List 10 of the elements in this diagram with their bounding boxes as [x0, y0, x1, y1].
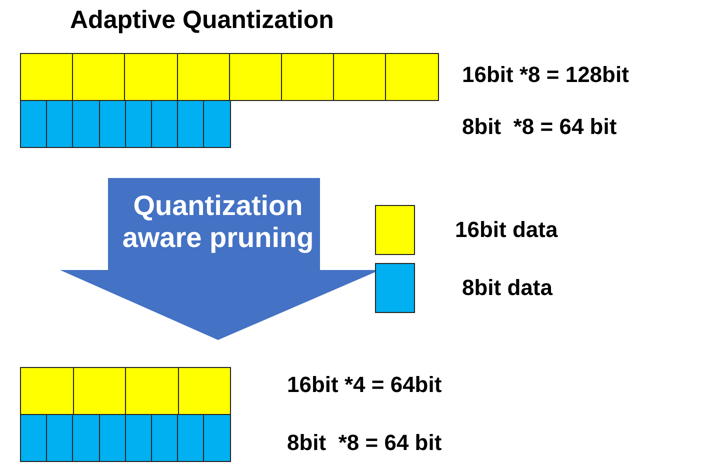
bit-width-label: 8bit *8 = 64 bit — [287, 430, 442, 456]
bit-width-label: 16bit *8 = 128bit — [462, 62, 629, 88]
bit-width-label: 16bit *4 = 64bit — [287, 372, 442, 398]
edge-label: Quantization aware pruning — [121, 190, 315, 254]
bit-width-label: 8bit *8 = 64 bit — [462, 114, 617, 140]
legend-label: 16bit data — [455, 217, 558, 243]
legend-label: 8bit data — [462, 275, 552, 301]
title: Adaptive Quantization — [70, 6, 334, 35]
bit-array — [20, 53, 438, 147]
bit-array — [20, 367, 230, 461]
